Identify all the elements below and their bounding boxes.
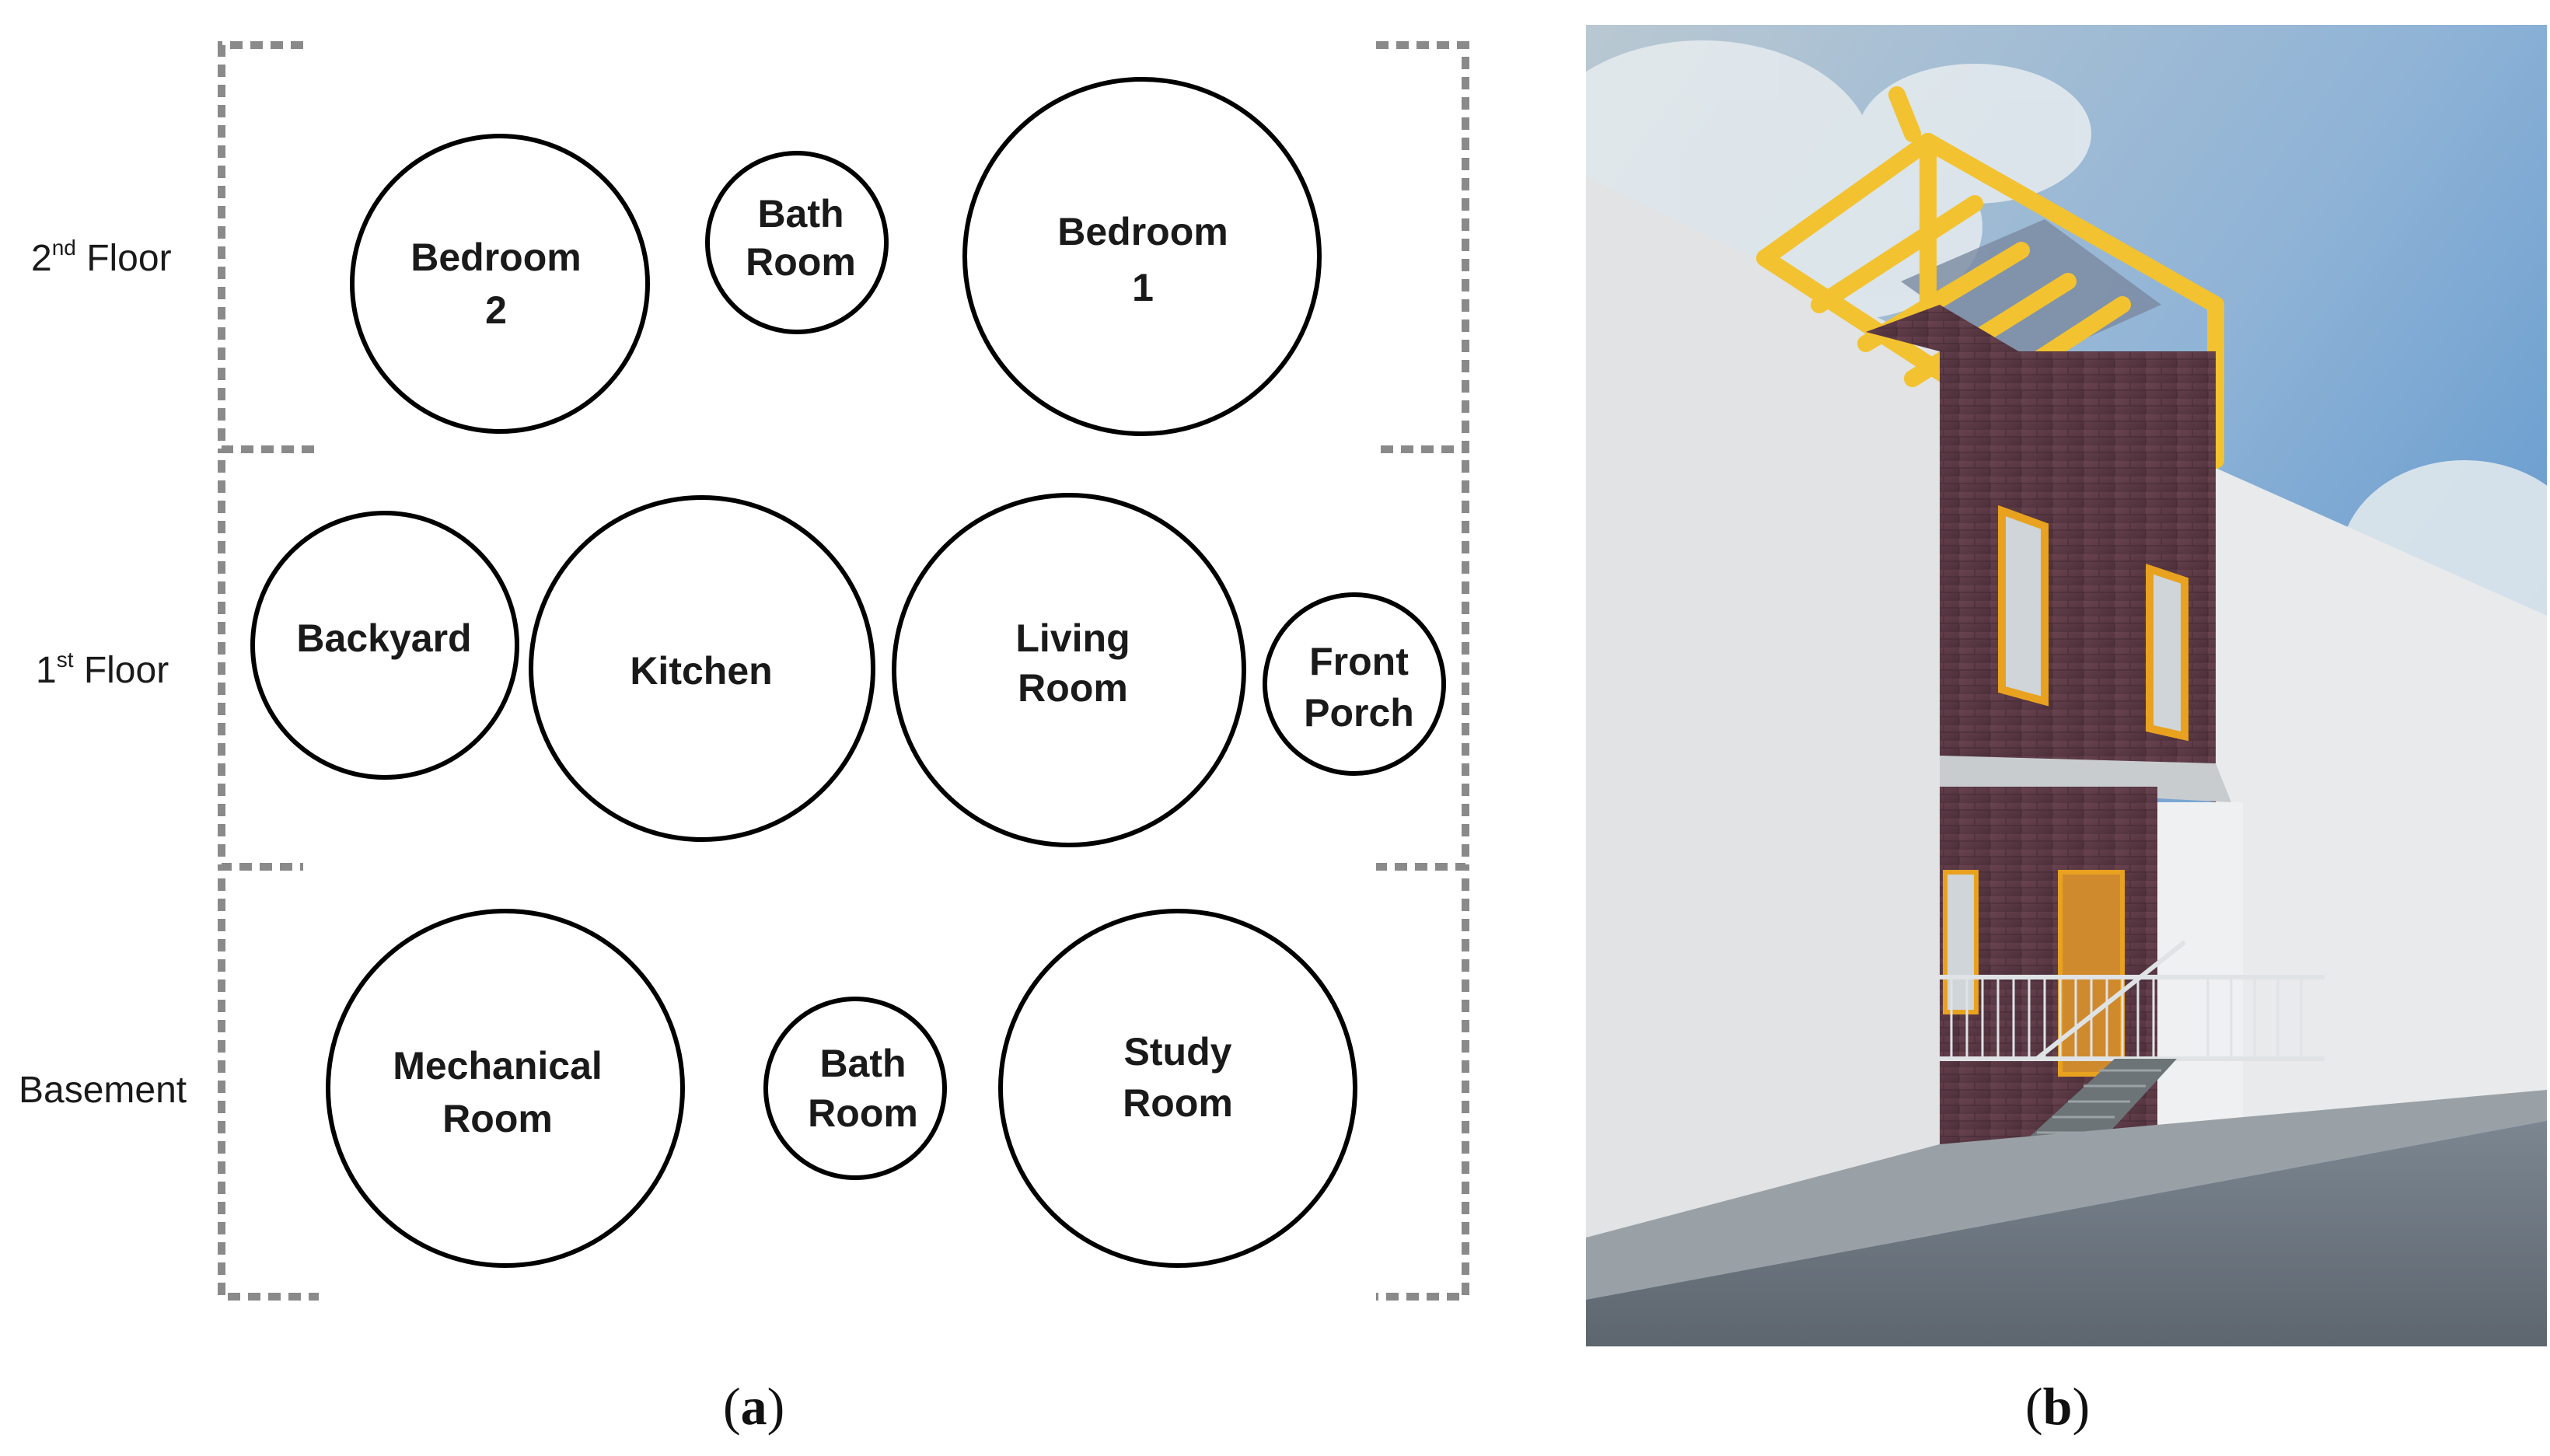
bracket-1st-left <box>218 460 303 871</box>
room-front-porch <box>1263 592 1446 776</box>
bracket-1st-right <box>1376 460 1469 871</box>
right-neighbor-wall <box>2216 468 2547 1160</box>
road <box>1586 1121 2547 1346</box>
left-neighbor-wall <box>1586 176 1940 1273</box>
rooftop-pergola <box>1756 86 2224 469</box>
bracket-2nd-left <box>218 41 319 453</box>
recessed-wall <box>2157 802 2243 1144</box>
room-bedroom-2 <box>350 134 650 434</box>
sidewalk <box>1586 1090 2547 1300</box>
room-study-room <box>998 909 1357 1268</box>
caption-a: (a) <box>723 1377 785 1436</box>
bracket-base-left <box>218 878 319 1301</box>
upper-windows <box>1998 505 2188 742</box>
floor-brackets <box>218 41 1469 1301</box>
porch-railing <box>1940 975 2325 1061</box>
floor-label-basement: Basement <box>19 1070 187 1111</box>
building-rendering <box>1586 25 2547 1346</box>
lower-window <box>1943 870 1979 1014</box>
room-kitchen <box>529 495 875 842</box>
bracket-2nd-right <box>1376 41 1469 453</box>
floor-label-2nd: 2nd Floor <box>31 236 172 279</box>
floor-label-1st: 1st Floor <box>36 648 169 691</box>
room-mechanical-room <box>326 909 685 1268</box>
room-backyard <box>250 511 519 780</box>
room-bath-room-2nd <box>705 151 889 334</box>
bracket-base-right <box>1376 878 1469 1301</box>
caption-b: (b) <box>2025 1377 2091 1436</box>
room-living-room <box>892 493 1246 847</box>
room-bath-room-basement <box>763 997 947 1180</box>
room-bedroom-1 <box>962 77 1322 436</box>
label-kitchen: Kitchen <box>630 649 772 693</box>
label-backyard: Backyard <box>296 616 471 660</box>
